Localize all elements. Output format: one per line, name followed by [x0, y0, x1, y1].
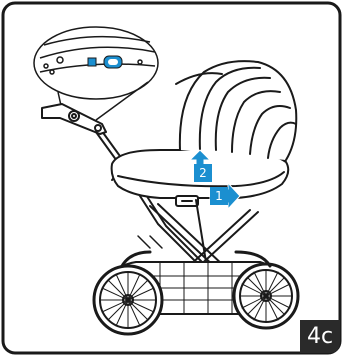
page-label: 4c	[300, 320, 340, 353]
stroller-illustration	[42, 61, 298, 334]
rear-left-wheel	[94, 266, 162, 334]
step-1-badge: 1	[210, 187, 228, 205]
step-2-badge: 2	[194, 164, 212, 182]
rear-right-wheel	[234, 264, 298, 328]
